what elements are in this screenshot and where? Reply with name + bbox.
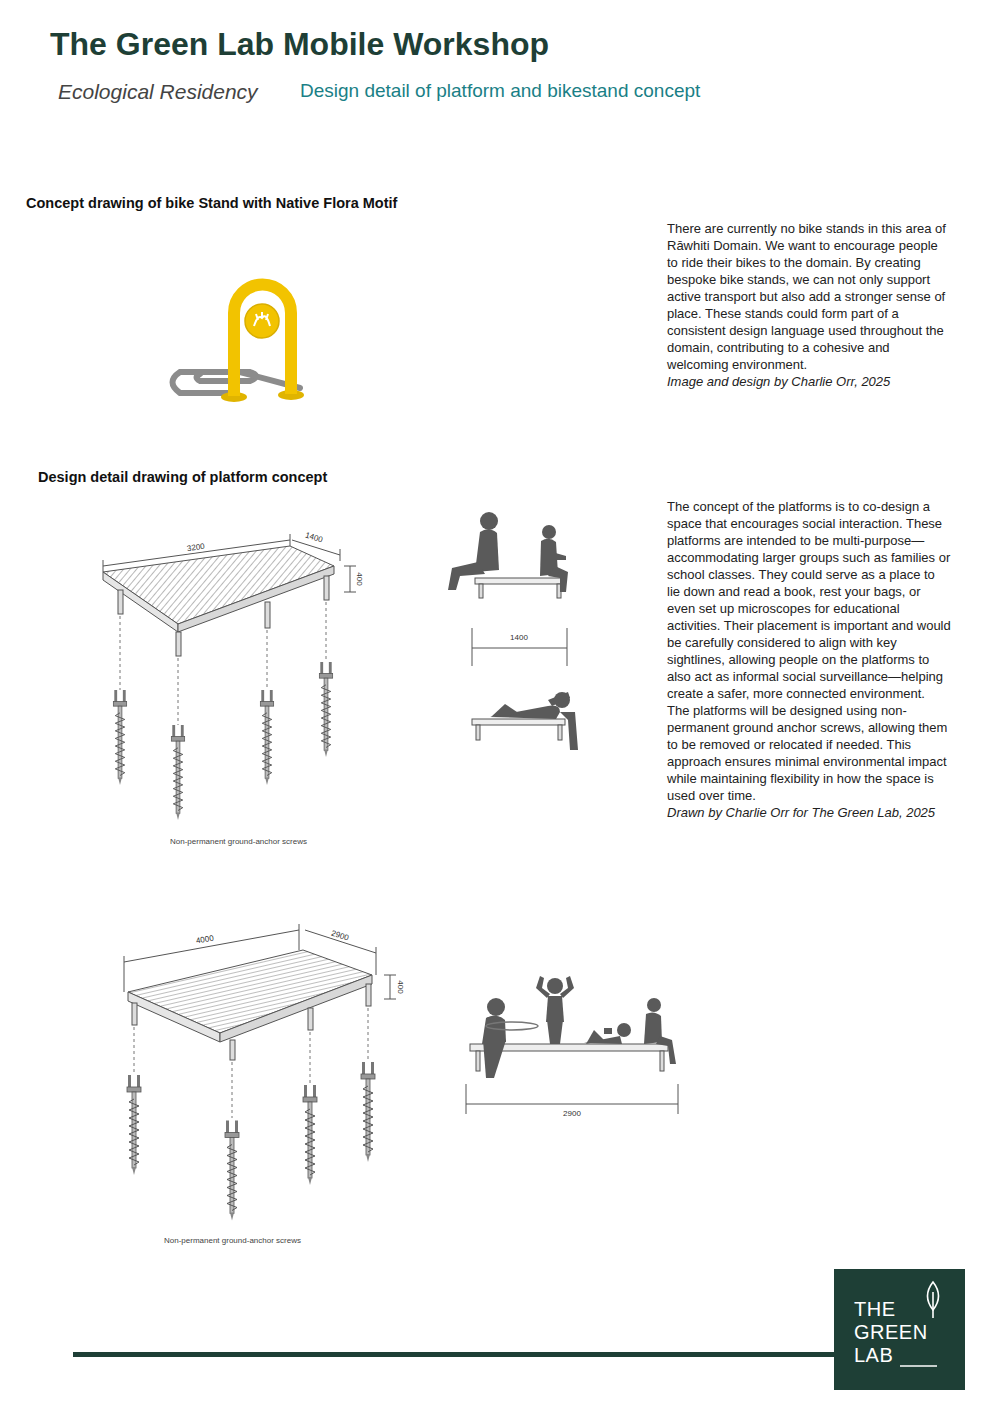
credit: Image and design by Charlie Orr, 2025	[667, 373, 951, 390]
dimension: 4000	[194, 934, 217, 946]
dimension: 2900	[561, 1110, 583, 1118]
page-title: The Green Lab Mobile Workshop	[50, 26, 549, 63]
people-silhouettes	[466, 976, 678, 1114]
credit: Drawn by Charlie Orr for The Green Lab, …	[667, 804, 951, 821]
body-paragraph: The platforms will be designed using non…	[667, 702, 951, 804]
section-heading: Design detail drawing of platform concep…	[38, 469, 327, 485]
anchor-screw	[260, 690, 273, 785]
subtitle: Design detail of platform and bikestand …	[300, 80, 700, 102]
people-silhouettes	[448, 512, 578, 750]
anchor-screw	[361, 1062, 375, 1162]
body-paragraph: The concept of the platforms is to co-de…	[667, 498, 951, 702]
body-paragraph: There are currently no bike stands in th…	[667, 220, 951, 373]
subtitle: Ecological Residency	[58, 80, 258, 104]
caption: Non-permanent ground-anchor screws	[170, 837, 307, 846]
anchor-screw	[303, 1085, 317, 1185]
dimension: 1400	[508, 634, 530, 642]
leaf-icon	[928, 1282, 939, 1318]
platform-small	[103, 534, 356, 656]
leader-lines	[120, 602, 326, 725]
anchor-screw	[171, 725, 184, 820]
logo-text: THE GREEN LAB	[854, 1298, 932, 1367]
logo-box: THE GREEN LAB	[834, 1269, 965, 1390]
leader-lines	[134, 1008, 368, 1118]
anchor-screw	[225, 1121, 239, 1221]
anchor-screw	[319, 662, 332, 757]
caption: Non-permanent ground-anchor screws	[164, 1236, 301, 1245]
anchor-screw	[127, 1075, 141, 1175]
dimension: 1400	[302, 531, 325, 545]
bike-stand	[173, 285, 305, 403]
logo-panel	[834, 1269, 965, 1390]
platform-large	[124, 924, 396, 1060]
dimension: 400	[396, 978, 404, 995]
logo-underline	[900, 1365, 937, 1367]
dimension: 400	[355, 570, 363, 587]
footer-rule	[73, 1352, 835, 1357]
anchor-screw	[113, 690, 126, 785]
section-heading: Concept drawing of bike Stand with Nativ…	[26, 195, 397, 211]
